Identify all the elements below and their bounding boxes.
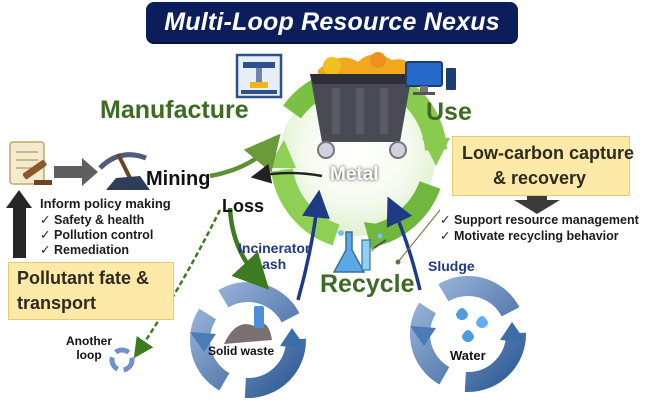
label-solid-waste: Solid waste [208, 344, 275, 358]
low-carbon-line2: & recovery [493, 168, 587, 188]
title-banner: Multi-Loop Resource Nexus [146, 2, 518, 42]
label-another-loop-line1: Another [66, 334, 112, 348]
label-incinerator-ash-line2: ash [262, 256, 287, 272]
pollutant-box: Pollutant fate & transport [8, 262, 174, 320]
document-gavel-icon [9, 141, 52, 185]
check-icon: ✓ [40, 228, 51, 242]
down-arrow [514, 192, 560, 214]
another-loop-icon [109, 347, 135, 373]
pollutant-line2: transport [17, 293, 97, 313]
low-carbon-box: Low-carbon capture & recovery [452, 136, 634, 196]
management-item-label: Motivate recycling behavior [454, 229, 619, 243]
label-sludge: Sludge [428, 258, 475, 274]
computer-icon [405, 61, 456, 95]
pickaxe-icon [98, 152, 150, 190]
label-water: Water [450, 348, 486, 363]
management-item-label: Support resource management [454, 213, 639, 227]
label-another-loop: Another loop [66, 334, 112, 362]
label-incinerator-ash-line1: Incinerator [238, 240, 311, 256]
management-item-resource: ✓Support resource management [440, 212, 639, 227]
label-manufacture: Manufacture [100, 96, 249, 124]
policy-heading: Inform policy making [40, 196, 171, 211]
flask-icon [332, 230, 387, 273]
policy-item-label: Pollution control [54, 228, 154, 242]
label-loss: Loss [222, 196, 265, 216]
connector-arrows [133, 133, 441, 359]
diagram-title: Multi-Loop Resource Nexus [164, 7, 500, 36]
label-recycle: Recycle [320, 270, 415, 298]
solid-waste-loop [190, 282, 306, 398]
label-another-loop-line2: loop [76, 348, 102, 362]
check-icon: ✓ [440, 229, 451, 243]
policy-item-safety: ✓Safety & health [40, 212, 144, 227]
label-mining: Mining [146, 168, 211, 190]
water-loop [410, 276, 526, 392]
policy-item-label: Remediation [54, 243, 130, 257]
mine-cart-icon [310, 52, 412, 159]
policy-item-label: Safety & health [54, 213, 145, 227]
factory-icon [235, 53, 283, 99]
check-icon: ✓ [40, 213, 51, 227]
policy-item-remediation: ✓Remediation [40, 242, 129, 257]
up-arrow [6, 190, 32, 258]
label-incinerator-ash: Incinerator ash [238, 240, 310, 272]
low-carbon-line1: Low-carbon capture [462, 143, 635, 163]
label-use: Use [426, 98, 472, 126]
management-item-recycling: ✓Motivate recycling behavior [440, 228, 619, 243]
label-metal: Metal [330, 164, 379, 185]
pollutant-line1: Pollutant fate & [17, 268, 150, 288]
gray-arrow-right [54, 158, 98, 186]
check-icon: ✓ [440, 213, 451, 227]
policy-item-pollution: ✓Pollution control [40, 227, 153, 242]
check-icon: ✓ [40, 243, 51, 257]
